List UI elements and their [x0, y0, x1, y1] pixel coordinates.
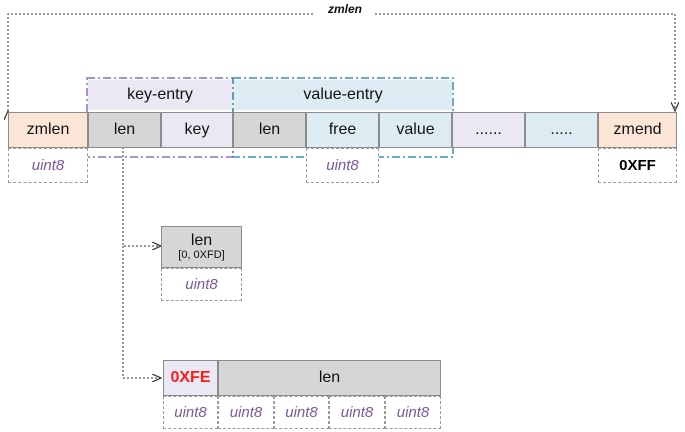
len-big-type-2: uint8 — [218, 396, 274, 429]
len-small-type: uint8 — [161, 268, 242, 301]
len-big-type-5: uint8 — [385, 396, 441, 429]
len-connector-small — [122, 147, 161, 246]
value-len-cell: len — [233, 112, 306, 148]
ellipsis-cell-2: ..... — [525, 112, 598, 148]
key-len-cell: len — [88, 112, 161, 148]
len-connector-big — [122, 246, 161, 378]
zmend-cell: zmend — [598, 112, 677, 148]
ellipsis-cell-1: ...... — [452, 112, 525, 148]
key-entry-header: key-entry — [88, 80, 232, 110]
free-type: uint8 — [306, 148, 379, 183]
value-cell: value — [379, 112, 452, 148]
free-cell: free — [306, 112, 379, 148]
len-big-type-3: uint8 — [274, 396, 329, 429]
zmlen-span-label: zmlen — [315, 2, 375, 16]
len-big-marker: 0XFE — [163, 360, 218, 396]
zmlen-cell: zmlen — [8, 112, 88, 148]
key-cell: key — [161, 112, 233, 148]
len-small-label: len — [190, 231, 213, 249]
zmend-type: 0XFF — [598, 148, 677, 183]
zmlen-span-line — [8, 13, 675, 111]
len-big-type-1: uint8 — [163, 396, 218, 429]
zmlen-type: uint8 — [8, 148, 88, 183]
len-small-cell: len [0, 0XFD] — [161, 226, 242, 268]
value-entry-header: value-entry — [234, 80, 452, 110]
len-big-cell: len — [218, 360, 441, 396]
len-big-type-4: uint8 — [329, 396, 385, 429]
len-small-range: [0, 0XFD] — [178, 248, 225, 261]
